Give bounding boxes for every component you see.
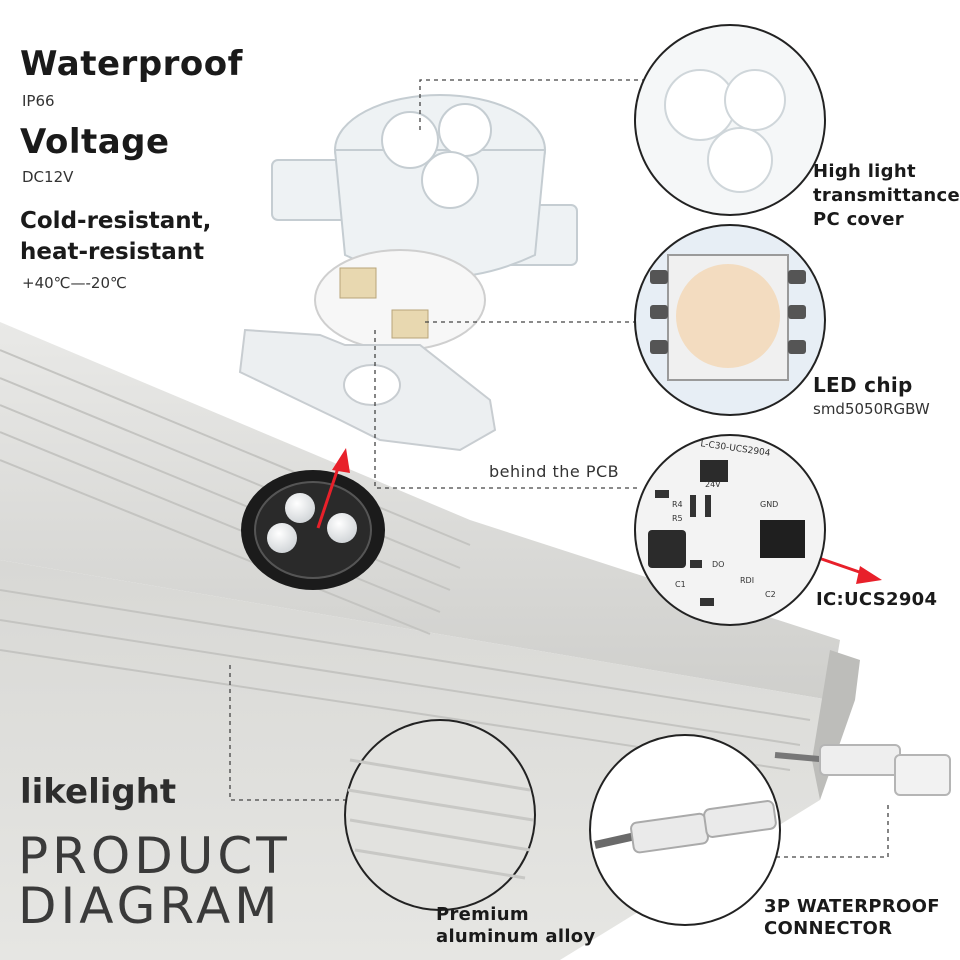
connector-cable xyxy=(774,744,951,796)
pcb-silkscreen-r5: R5 xyxy=(672,514,683,523)
connector-label-line1: 3P WATERPROOF xyxy=(764,896,940,917)
ic-label: IC:UCS2904 xyxy=(816,589,938,610)
pcb-back-label: behind the PCB xyxy=(489,462,620,481)
pc-cover-exploded xyxy=(271,94,578,279)
temperature-title-line1: Cold-resistant, xyxy=(20,208,212,234)
alloy-label-line1: Premium xyxy=(436,904,529,925)
pcb-silkscreen-c1: C1 xyxy=(675,580,686,589)
led-chip-model: smd5050RGBW xyxy=(813,400,930,418)
pc-cover-label-line1: High light xyxy=(813,161,916,182)
temperature-title-line2: heat-resistant xyxy=(20,239,205,265)
pcb-silkscreen-24v: 24V xyxy=(705,480,721,489)
pc-cover-label-line2: transmittance xyxy=(813,185,960,206)
leader-lines xyxy=(229,79,889,858)
detail-circle-aluminum xyxy=(344,719,536,911)
pcb-silkscreen-do: DO xyxy=(712,560,725,569)
pcb-silkscreen-gnd: GND xyxy=(760,500,779,509)
mounted-led-module xyxy=(241,470,385,590)
voltage-value: DC12V xyxy=(22,168,74,186)
pcb-silkscreen-rdi: RDI xyxy=(740,576,755,585)
red-arrows xyxy=(316,448,882,584)
waterproof-title: Waterproof xyxy=(20,44,243,84)
bracket-exploded xyxy=(238,328,497,452)
pcb-silkscreen-r4: R4 xyxy=(672,500,683,509)
pc-cover-label-line3: PC cover xyxy=(813,209,904,230)
voltage-title: Voltage xyxy=(20,122,170,162)
product-title-line1: PRODUCT xyxy=(18,827,291,885)
product-title-line2: DIAGRAM xyxy=(18,877,282,935)
detail-circle-led-chip xyxy=(634,224,826,416)
connector-label-line2: CONNECTOR xyxy=(764,918,893,939)
temperature-value: +40℃—-20℃ xyxy=(22,274,127,292)
waterproof-value: IP66 xyxy=(22,92,55,110)
brand-logo: likelight xyxy=(20,772,177,812)
led-chip-label: LED chip xyxy=(813,373,913,397)
alloy-label-line2: aluminum alloy xyxy=(436,926,596,947)
detail-circle-pcb-back xyxy=(634,434,826,626)
pcb-disc xyxy=(314,249,486,351)
detail-circle-connector xyxy=(589,734,781,926)
pcb-silkscreen-c2: C2 xyxy=(765,590,776,599)
detail-circle-pc-cover xyxy=(634,24,826,216)
